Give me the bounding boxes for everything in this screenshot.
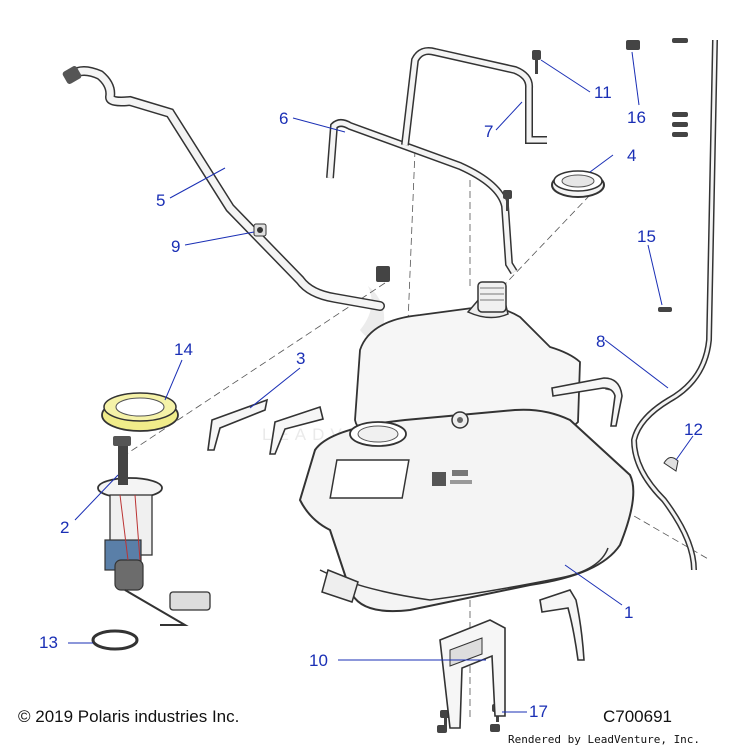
copyright-text: © 2019 Polaris industries Inc.	[18, 707, 240, 726]
callout-2: 2	[60, 518, 69, 537]
drawing-number: C700691	[603, 707, 673, 726]
part-vent-clip	[663, 457, 679, 472]
callout-14: 14	[174, 340, 193, 359]
part-rear-strap	[401, 47, 547, 146]
callout-15: 15	[637, 227, 656, 246]
callout-9: 9	[171, 237, 180, 256]
screw-d	[672, 132, 688, 137]
screw-a	[672, 38, 688, 43]
callout-17: 17	[529, 702, 548, 721]
screw-c	[672, 122, 688, 127]
screw-15	[658, 307, 672, 312]
part-fuel-pump	[97, 436, 211, 626]
callout-12: 12	[684, 420, 703, 439]
bolt-11-shank	[535, 60, 538, 74]
part-tank-straps	[207, 377, 623, 661]
callout-labels: 1 2 3 4 5 6 7 8 9 10 11 12 13 14 15 16 1…	[39, 83, 703, 721]
callout-13: 13	[39, 633, 58, 652]
leader-lines	[68, 51, 694, 713]
part-fuel-tank	[298, 408, 635, 613]
part-hose-clip	[253, 223, 267, 237]
part-front-strap	[326, 119, 518, 275]
clip-16	[626, 40, 640, 50]
part-vent-hose	[630, 39, 718, 571]
part-bracket	[439, 619, 506, 729]
bolt-17c	[437, 725, 447, 733]
part-pump-seal	[91, 629, 139, 651]
callout-1: 1	[624, 603, 633, 622]
screw-b	[672, 112, 688, 117]
callout-3: 3	[296, 349, 305, 368]
callout-16: 16	[627, 108, 646, 127]
callout-6: 6	[279, 109, 288, 128]
watermark-flame-icon	[360, 286, 385, 339]
bolt-strap	[503, 190, 512, 199]
callout-11: 11	[594, 83, 612, 102]
part-filler-cap	[551, 170, 605, 198]
callout-5: 5	[156, 191, 165, 210]
rendered-by-text: Rendered by LeadVenture, Inc.	[508, 733, 701, 746]
bolt-11	[532, 50, 541, 60]
callout-8: 8	[596, 332, 605, 351]
part-fuel-hose	[62, 66, 390, 311]
callout-10: 10	[309, 651, 328, 670]
bolt-17d	[490, 724, 500, 732]
callout-4: 4	[627, 146, 636, 165]
part-lock-ring	[101, 392, 179, 432]
callout-7: 7	[484, 122, 493, 141]
